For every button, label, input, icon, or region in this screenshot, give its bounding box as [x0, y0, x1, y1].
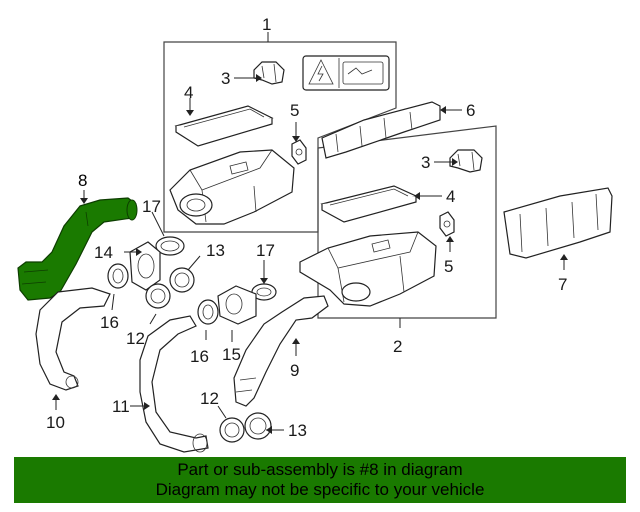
callout-13-lower: 13 — [288, 421, 307, 440]
warning-label — [302, 55, 390, 91]
callout-12-lower: 12 — [200, 389, 219, 408]
part-5-sensor-upper — [291, 139, 307, 165]
part-4-filter-upper — [174, 105, 274, 147]
part-9-duct — [233, 295, 329, 407]
callout-13-upper: 13 — [206, 241, 225, 260]
part-13-seal-lower — [244, 412, 272, 440]
callout-17-right: 17 — [256, 241, 275, 260]
part-12-seal-upper — [145, 283, 171, 309]
callout-16-left: 16 — [100, 313, 119, 332]
part-4-filter-lower — [320, 185, 418, 223]
callout-16-mid: 16 — [190, 347, 209, 366]
part-6-air-duct-cover — [321, 101, 441, 159]
callout-7: 7 — [558, 275, 567, 294]
part-16-clamp-left — [107, 263, 129, 289]
part-14-adapter — [129, 241, 161, 291]
callout-10: 10 — [46, 413, 65, 432]
callout-8: 8 — [78, 171, 87, 190]
part-16-clamp-mid — [197, 299, 219, 325]
part-7-cover — [503, 187, 613, 259]
callout-4-upper: 4 — [184, 83, 193, 102]
part-5-sensor-lower — [439, 211, 455, 237]
part-11-duct — [139, 315, 209, 453]
info-banner-line-1: Part or sub-assembly is #8 in diagram — [177, 460, 463, 479]
callout-1: 1 — [262, 15, 271, 34]
callout-6: 6 — [466, 101, 475, 120]
part-2-air-cleaner-housing — [299, 231, 437, 307]
callout-3-lower: 3 — [421, 153, 430, 172]
callout-11: 11 — [112, 397, 130, 416]
callout-17-left: 17 — [142, 197, 161, 216]
part-3-clip-lower — [449, 149, 483, 173]
callout-12-upper: 12 — [126, 329, 145, 348]
callout-14: 14 — [94, 243, 113, 262]
callout-4-lower: 4 — [446, 187, 455, 206]
info-banner-line-2: Diagram may not be specific to your vehi… — [155, 480, 485, 499]
part-13-seal-upper — [169, 267, 195, 293]
part-15-adapter — [217, 285, 257, 325]
part-1-air-cleaner-housing — [169, 149, 295, 225]
part-3-clip-upper — [253, 61, 285, 85]
callout-3-upper: 3 — [221, 69, 230, 88]
callout-5-upper: 5 — [290, 101, 299, 120]
leader-lines — [52, 32, 568, 434]
part-10-duct — [35, 287, 111, 391]
info-banner: Part or sub-assembly is #8 in diagram Di… — [14, 457, 626, 503]
part-17-clamp-left — [155, 236, 185, 256]
assembly-1-frame — [163, 41, 397, 233]
part-12-seal-lower — [219, 417, 245, 443]
callout-15: 15 — [222, 345, 241, 364]
callout-5-lower: 5 — [444, 257, 453, 276]
callout-9: 9 — [290, 361, 299, 380]
parts-diagram: 1 2 3 3 4 4 5 5 6 7 8 9 10 11 12 12 13 1… — [17, 15, 613, 453]
callout-2: 2 — [393, 337, 402, 356]
